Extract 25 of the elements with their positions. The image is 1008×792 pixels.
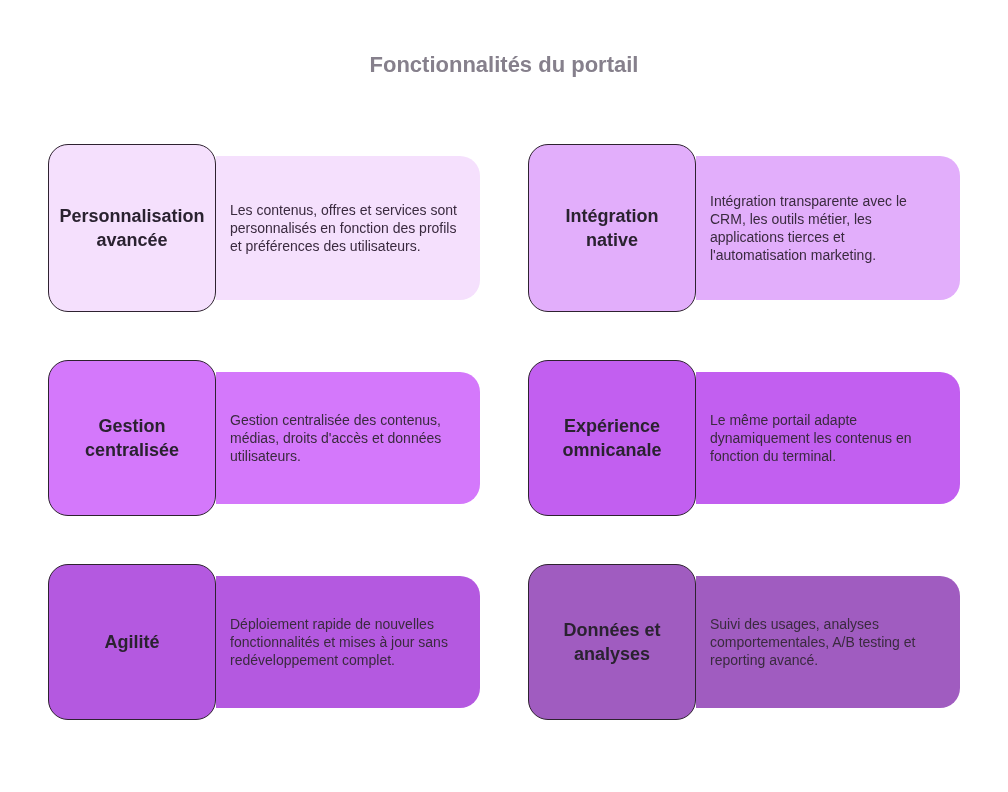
description-panel [216,576,480,708]
feature-title-card [48,564,216,720]
feature-title-card [528,360,696,516]
feature-title-card [528,144,696,312]
feature-description: Les contenus, offres et services sont personnalisés en fonction des profils et préférences des utilisateurs. [230,201,458,255]
feature-description: Intégration transparente avec le CRM, les outils métier, les applications tierces et l'automatisation marketing. [710,192,908,264]
feature-title: Intégration native [564,205,660,252]
feature-title: Personnalisation avancée [58,205,206,252]
diagram-title: Fonctionnalités du portail [368,52,640,78]
description-panel [696,372,960,504]
feature-title-card [48,144,216,312]
description-panel [696,576,960,708]
feature-title: Expérience omnicanale [561,415,663,462]
feature-title: Gestion centralisée [83,415,181,462]
description-panel [216,372,480,504]
feature-title: Données et analyses [562,619,662,666]
feature-description: Déploiement rapide de nouvelles fonctionnalités et mises à jour sans redéveloppement complet. [230,615,449,669]
feature-title-card [48,360,216,516]
feature-description: Le même portail adapte dynamiquement les contenus en fonction du terminal. [710,411,913,465]
description-panel [216,156,480,300]
feature-title: Agilité [104,631,160,654]
description-panel [696,156,960,300]
feature-description: Suivi des usages, analyses comportementales, A/B testing et reporting avancé. [710,615,917,669]
feature-description: Gestion centralisée des contenus, médias, droits d'accès et données utilisateurs. [230,411,443,465]
feature-title-card [528,564,696,720]
